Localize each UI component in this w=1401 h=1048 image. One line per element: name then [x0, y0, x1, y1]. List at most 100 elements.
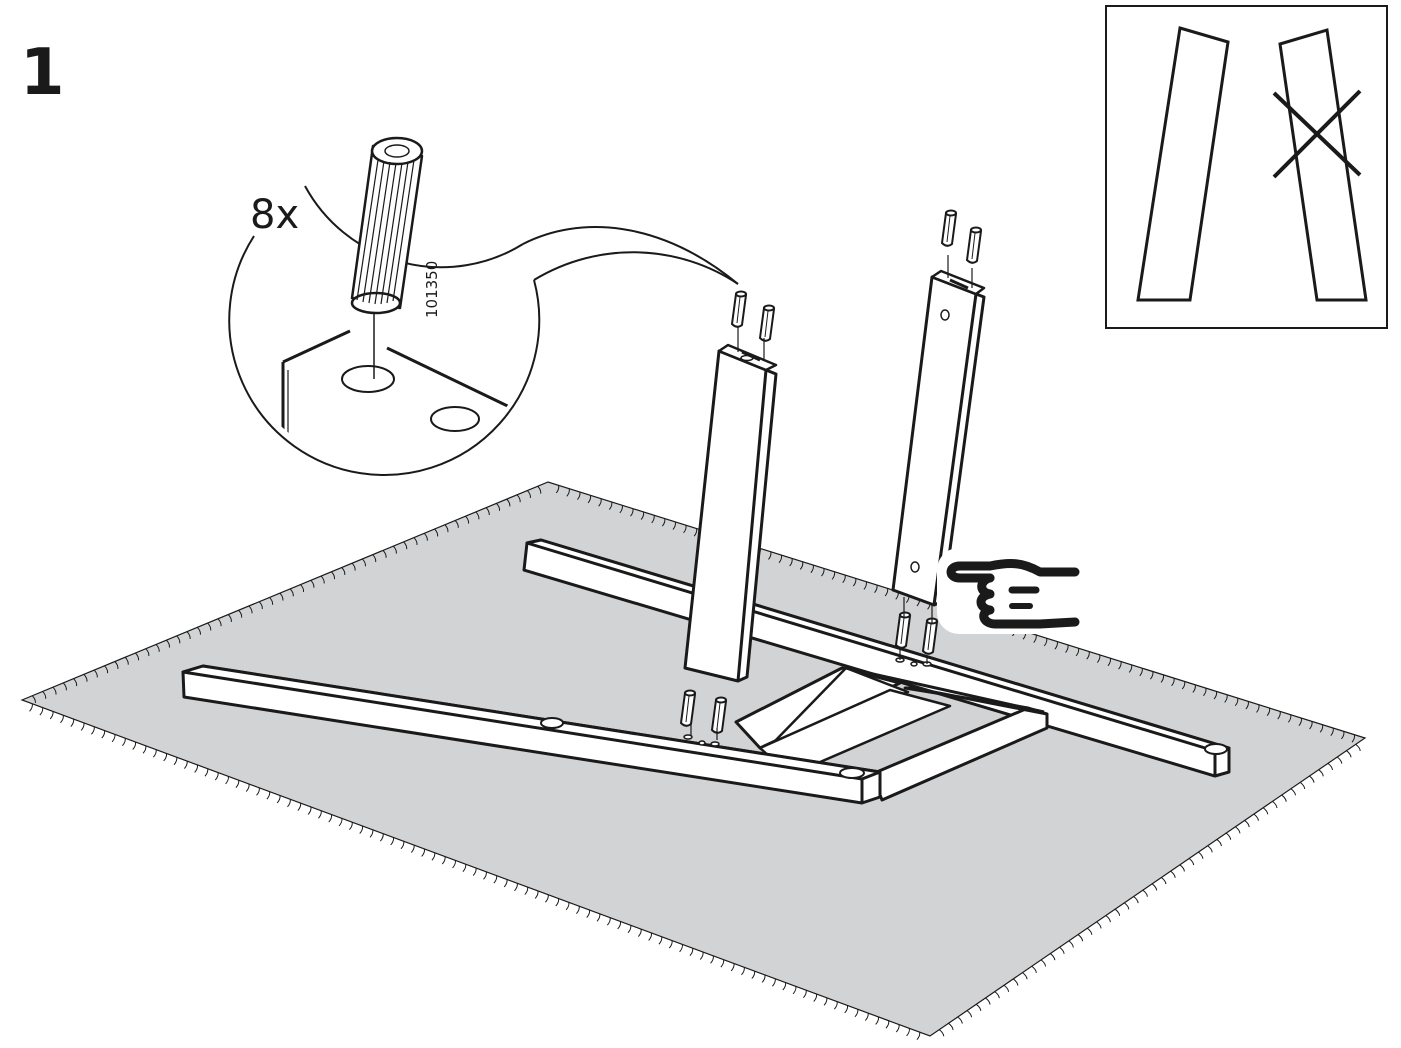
- mat-fringe-tick: [204, 768, 209, 777]
- step-number: 1: [20, 36, 65, 110]
- mat-fringe-tick: [833, 1001, 838, 1010]
- mat-fringe-tick: [895, 1024, 900, 1033]
- mat-fringe-tick: [413, 537, 418, 546]
- mat-fringe-tick: [1150, 671, 1154, 680]
- mat-fringe-tick: [576, 906, 580, 915]
- mat-fringe-tick: [651, 515, 655, 524]
- mat-fringe-tick: [813, 993, 818, 1002]
- mat-fringe-tick: [627, 925, 632, 934]
- mat-fringe-tick: [648, 932, 652, 941]
- mat-fringe-tick: [318, 810, 322, 819]
- mat-fringe-tick: [124, 656, 129, 665]
- mat-fringe-tick: [49, 711, 54, 720]
- mat-fringe-tick: [62, 682, 67, 691]
- mat-fringe-tick: [1351, 734, 1356, 743]
- correct-leg-orientation: [1136, 26, 1230, 302]
- mat-fringe-tick: [1298, 717, 1302, 727]
- dowel-icon: [940, 209, 958, 247]
- pointing-hand-icon: [937, 548, 1080, 634]
- mat-fringe-tick: [452, 860, 456, 869]
- mat-fringe-tick: [1319, 724, 1324, 733]
- mat-fringe-tick: [1171, 678, 1175, 687]
- mat-fringe-tick: [1256, 704, 1260, 713]
- mat-fringe-tick: [975, 1003, 982, 1011]
- part-number-label: 101350: [423, 261, 441, 318]
- mat-fringe-tick: [91, 726, 95, 735]
- mat-fringe-tick: [577, 491, 581, 500]
- mat-fringe-tick: [1203, 688, 1207, 697]
- mat-fringe-tick: [565, 902, 570, 911]
- mat-fringe-tick: [101, 730, 106, 739]
- mat-fringe-tick: [196, 626, 201, 635]
- mat-fringe-tick: [1022, 972, 1028, 980]
- mat-fringe-tick: [42, 691, 47, 699]
- mat-fringe-tick: [369, 829, 374, 838]
- mat-fringe-tick: [245, 783, 250, 792]
- cross-stretchers: [734, 666, 1049, 802]
- mat-fringe-tick: [465, 515, 470, 524]
- mat-fringe-tick: [730, 963, 735, 972]
- mat-fringe-tick: [1133, 896, 1139, 904]
- mat-fringe-tick: [1160, 674, 1165, 683]
- mat-fringe-tick: [269, 597, 274, 605]
- mat-fringe-tick: [864, 1013, 869, 1021]
- mat-fringe-tick: [379, 833, 384, 842]
- mat-fringe-tick: [372, 554, 377, 563]
- mat-fringe-tick: [1139, 668, 1143, 677]
- mat-fringe-tick: [821, 568, 825, 577]
- quantity-label: 8x: [250, 192, 299, 238]
- mat-fringe-tick: [741, 967, 745, 976]
- mat-fringe-tick: [238, 609, 243, 618]
- mat-fringe-tick: [672, 521, 676, 530]
- mat-fringe-tick: [1188, 858, 1195, 866]
- mat-fringe-tick: [906, 1028, 910, 1037]
- mat-fringe-tick: [966, 1010, 973, 1018]
- mat-fringe-tick: [720, 959, 725, 968]
- mat-fringe-tick: [166, 639, 171, 648]
- front-rail: [181, 664, 882, 805]
- mat-fringe-tick: [1031, 965, 1037, 973]
- mat-fringe-tick: [423, 532, 428, 541]
- mat-fringe-tick: [1170, 870, 1176, 878]
- mat-fringe-tick: [772, 978, 776, 987]
- mat-fringe-tick: [1068, 940, 1074, 948]
- mat-fringe-tick: [699, 951, 704, 960]
- mat-fringe-tick: [1207, 845, 1213, 853]
- mat-fringe-tick: [1290, 788, 1296, 796]
- mat-fringe-tick: [854, 1009, 859, 1018]
- mat-fringe-tick: [1054, 641, 1058, 650]
- mat-fringe-tick: [163, 753, 168, 762]
- mat-fringe-tick: [287, 799, 291, 808]
- mat-fringe-tick: [1142, 889, 1148, 897]
- mat-fringe-tick: [152, 749, 157, 758]
- mat-fringe-tick: [310, 579, 315, 588]
- dowel-icon: [730, 290, 748, 328]
- mat-fringe-tick: [227, 614, 232, 622]
- mat-fringe-tick: [214, 772, 219, 781]
- mat-fringe-tick: [186, 631, 191, 640]
- mat-fringe-tick: [142, 745, 147, 754]
- mat-fringe-tick: [606, 917, 611, 926]
- mat-fringe-tick: [485, 507, 490, 516]
- mat-fringe-tick: [392, 545, 397, 554]
- mat-fringe-tick: [483, 871, 487, 880]
- mat-fringe-tick: [1096, 654, 1101, 663]
- mat-fringe-tick: [852, 578, 857, 587]
- mat-fringe-tick: [320, 575, 325, 584]
- mat-fringe-tick: [537, 485, 542, 494]
- mat-fringe-tick: [1235, 826, 1241, 834]
- mat-fringe-tick: [341, 567, 346, 575]
- mat-fringe-tick: [403, 541, 408, 550]
- mat-fringe-tick: [957, 1016, 963, 1024]
- mat-fringe-tick: [792, 986, 797, 995]
- mat-fringe-tick: [679, 944, 683, 953]
- mat-fringe-tick: [555, 485, 560, 494]
- mat-fringe-tick: [176, 635, 181, 644]
- mat-fringe-tick: [689, 948, 694, 957]
- mat-fringe-tick: [527, 490, 531, 499]
- mat-fringe-tick: [173, 757, 178, 766]
- mat-fringe-tick: [1075, 648, 1080, 657]
- mat-fringe-tick: [307, 806, 312, 815]
- mat-fringe-tick: [279, 592, 284, 601]
